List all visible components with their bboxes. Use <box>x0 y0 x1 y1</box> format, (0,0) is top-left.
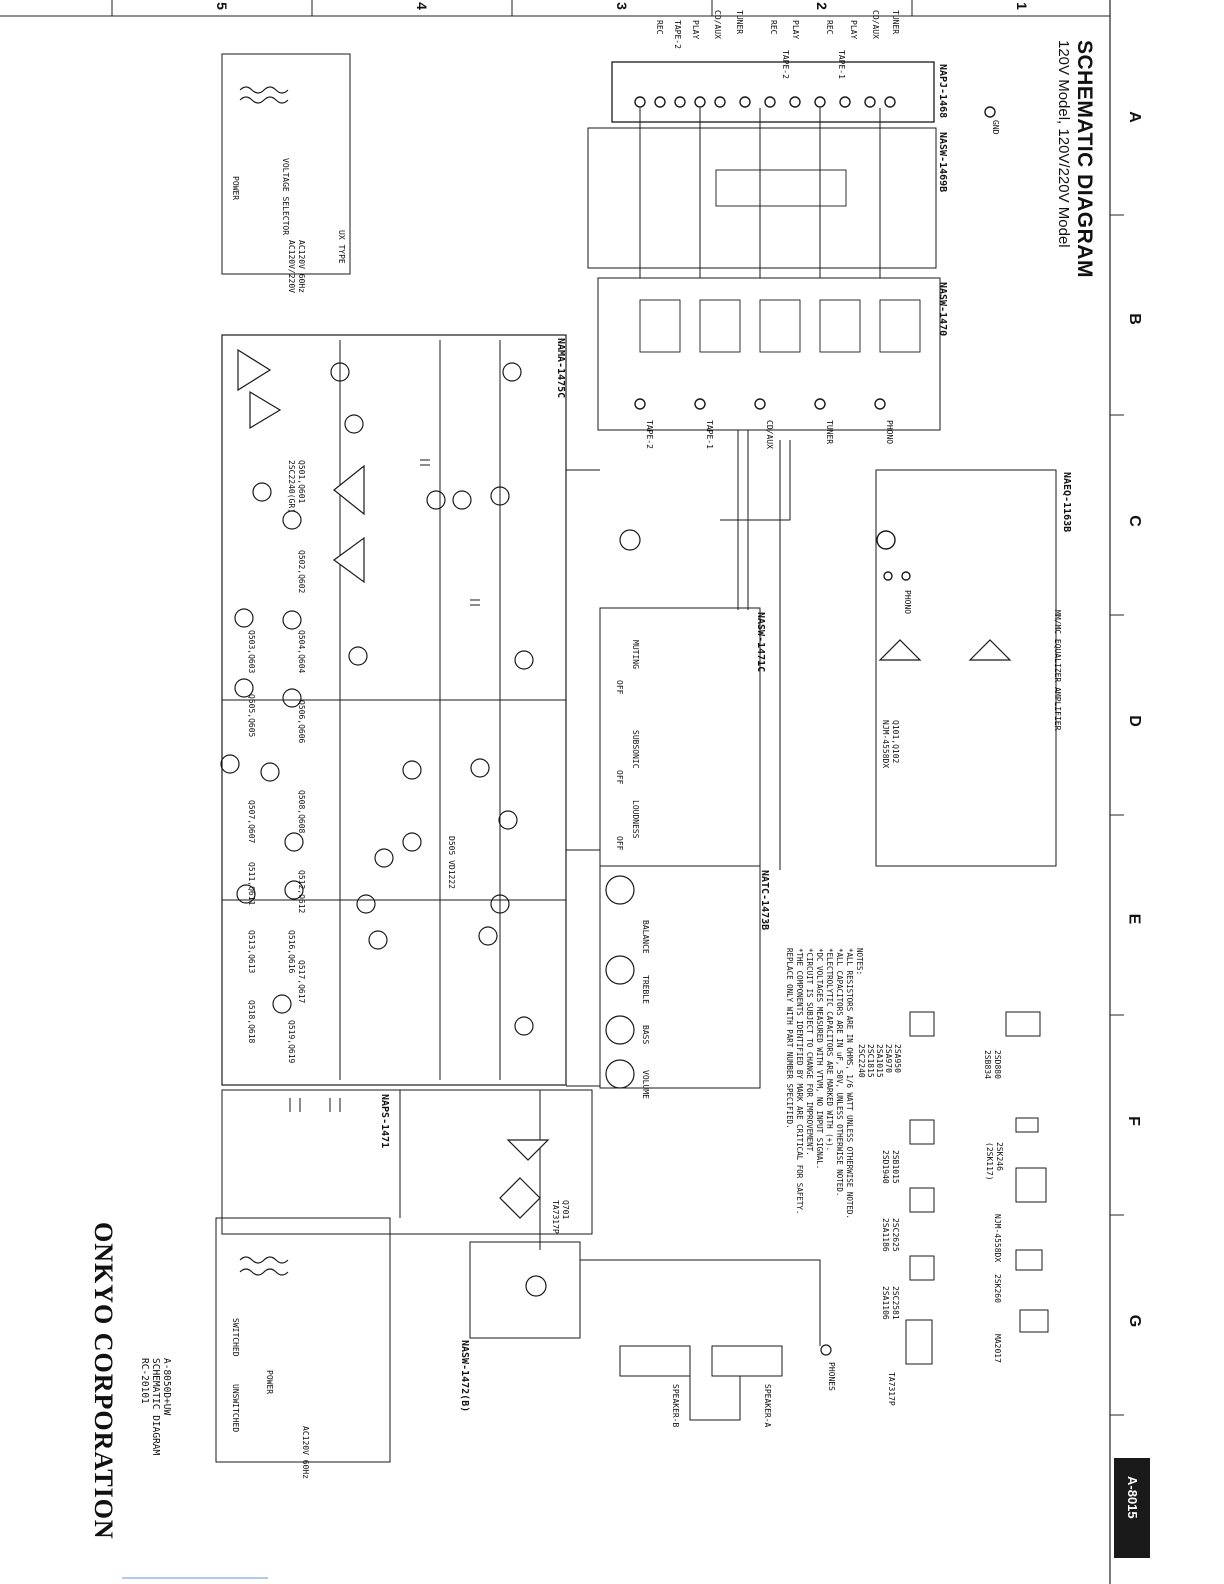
page-id-badge: A-8015 <box>1114 1458 1150 1558</box>
